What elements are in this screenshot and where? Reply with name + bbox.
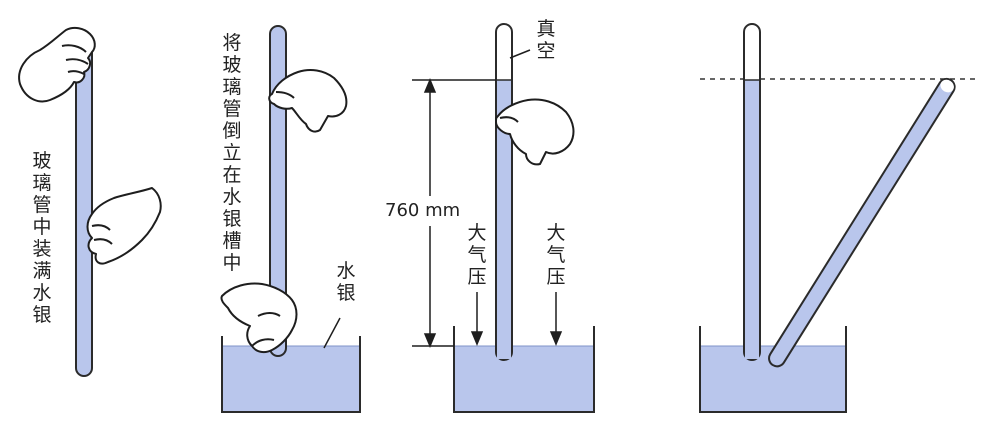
- hand-top-icon: [18, 26, 96, 103]
- mercury-trough: [453, 326, 595, 413]
- mercury-pointer: [323, 317, 341, 349]
- panel-1-filled-tube: [18, 26, 162, 377]
- fill-tube-label: 玻璃管中装满水银: [32, 150, 52, 326]
- mercury-trough: [221, 336, 361, 413]
- hand-lower-icon: [220, 282, 298, 354]
- hand-middle-icon: [86, 187, 162, 265]
- mercury-label: 水银: [336, 260, 356, 304]
- hand-icon: [495, 98, 575, 166]
- vacuum-pointer: [509, 49, 531, 59]
- atm-right-label: 大气压: [546, 222, 566, 288]
- trough-mercury: [223, 346, 359, 411]
- vacuum-label: 真空: [536, 18, 556, 62]
- invert-tube-label: 将玻璃管倒立在水银槽中: [222, 32, 242, 274]
- hand-upper-icon: [268, 69, 348, 133]
- mercury-column: [497, 80, 511, 359]
- panel-2-inverting: [220, 25, 361, 413]
- trough-mercury: [455, 346, 593, 411]
- panel-4-tilted: [699, 23, 976, 413]
- panel-3-measurement: [412, 23, 595, 413]
- atm-left-label: 大气压: [467, 222, 487, 288]
- mercury-column: [745, 80, 759, 359]
- atm-arrows: [470, 292, 563, 346]
- mercury-trough: [699, 326, 847, 413]
- height-label: 760 mm: [385, 200, 461, 221]
- glass-tube: [75, 33, 93, 377]
- glass-tube-tilted: [768, 77, 956, 368]
- height-dimension: [412, 78, 496, 348]
